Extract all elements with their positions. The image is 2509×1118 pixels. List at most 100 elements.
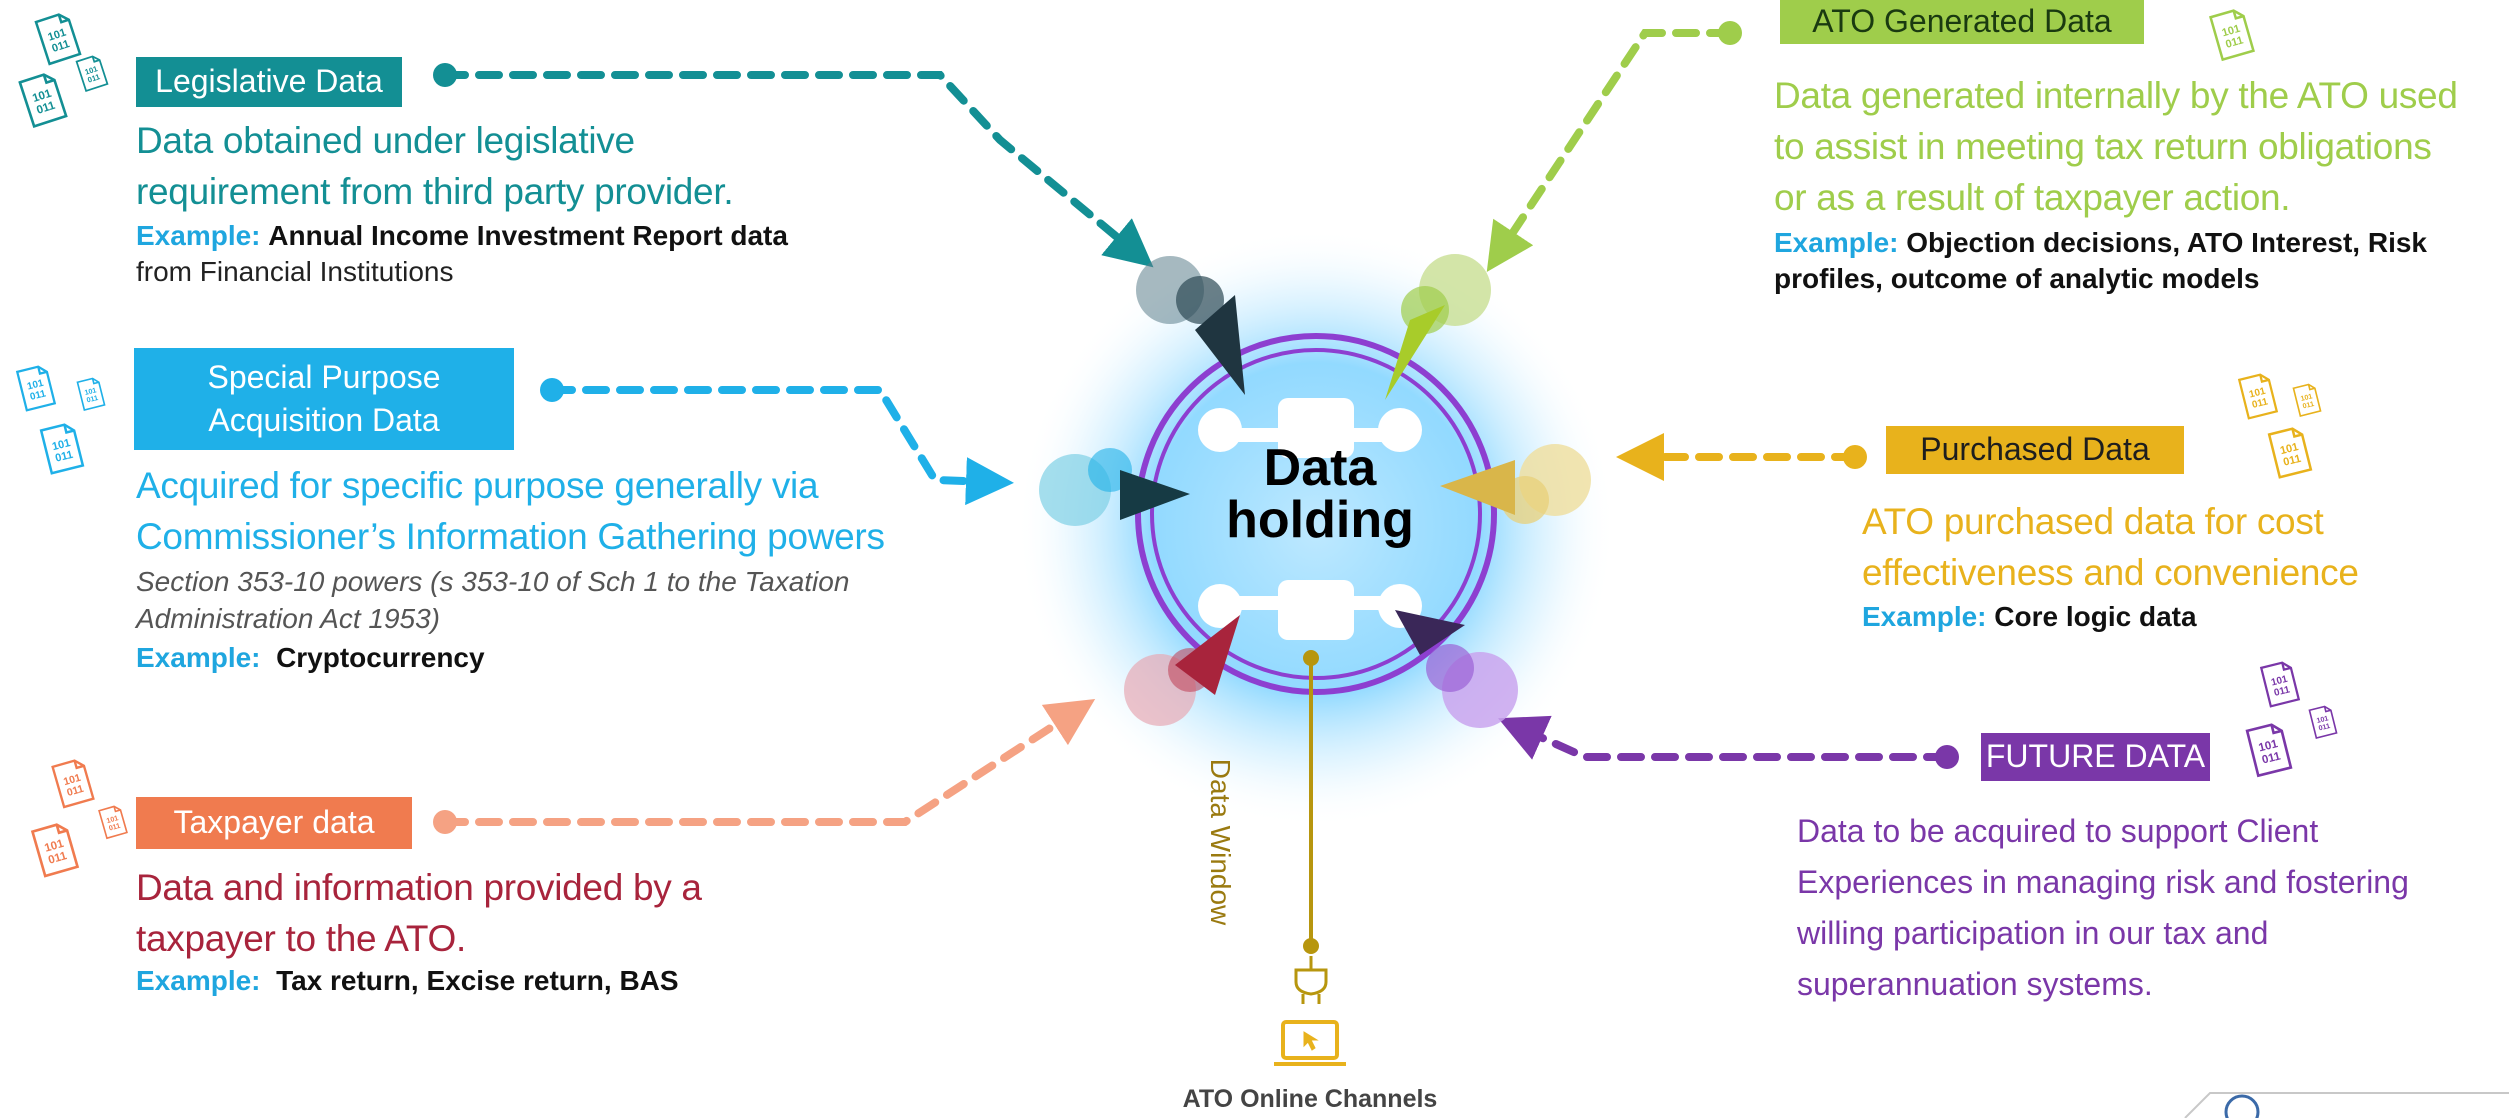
connector-dot-future [1935,745,1959,769]
hub-title-line1: Data [1263,439,1377,497]
funnel-taxpayer [1124,615,1240,726]
binary-file-icon-text: 101 [84,386,98,397]
connector-dot-special [540,378,564,402]
data-window-top-dot [1303,650,1319,666]
special-note-line1: Section 353-10 powers (s 353-10 of Sch 1… [136,566,850,597]
binary-file-icon-text: 101 [2316,714,2330,725]
taxpayer-example: Example: Tax return, Excise return, BAS [136,963,679,999]
future-desc-line2: Experiences in managing risk and fosteri… [1797,864,2409,900]
taxpayer-example-label: Example: [136,965,261,996]
ato-generated-label-text: ATO Generated Data [1812,3,2112,40]
connector-ato-generated [1486,29,1734,273]
binary-file-icon-text: 011 [2261,750,2283,766]
special-desc-line1: Acquired for specific purpose generally … [136,465,819,506]
ato-generated-example-value: Objection decisions, ATO Interest, Risk [1906,227,2428,258]
hub-circuit [1198,398,1422,640]
ato-generated-example-value2: profiles, outcome of analytic models [1774,263,2260,294]
binary-file-icon-text: 101 [46,27,67,44]
binary-file-icon-text: 011 [2251,396,2270,411]
connector-taxpayer [441,698,1096,826]
future-desc-line1: Data to be acquired to support Client [1797,813,2319,849]
binary-file-icon-text: 101 [51,437,72,453]
binary-file-icon-text: 101 [2248,386,2267,401]
ato-generated-example-label: Example: [1774,227,1899,258]
legislative-desc-line2: requirement from third party provider. [136,171,734,212]
binary-file-icon-text: 101 [43,838,65,855]
taxpayer-data-label: Taxpayer data [136,797,412,849]
ato-generated-desc-line1: Data generated internally by the ATO use… [1774,75,2458,116]
special-example-value: Cryptocurrency [276,642,485,673]
binary-file-icon-text: 101 [31,87,54,105]
connector-dot-legislative [433,63,457,87]
binary-file-icon-text: 101 [2270,674,2289,689]
binary-file-icon-text: 011 [2302,400,2315,411]
future-data-label: FUTURE DATA [1981,733,2210,781]
binary-file-icon-text: 011 [2318,722,2331,733]
data-window-label: Data Window [1205,758,1236,926]
legislative-label-text: Legislative Data [155,63,383,100]
funnel-future [1395,610,1518,728]
special-note: Section 353-10 powers (s 353-10 of Sch 1… [136,563,849,637]
connector-special [548,386,1014,506]
binary-file-icon-text: 011 [108,822,121,833]
purchased-desc-line2: effectiveness and convenience [1862,552,2359,593]
purchased-data-label: Purchased Data [1886,426,2184,474]
legislative-data-label: Legislative Data [136,57,402,107]
purchased-desc-line1: ATO purchased data for cost [1862,501,2324,542]
binary-file-icon-text: 101 [84,64,100,77]
special-example-label: Example: [136,642,261,673]
special-label-line2: Acquisition Data [208,402,440,438]
online-channels-label: ATO Online Channels [1182,1085,1438,1113]
purchased-example: Example: Core logic data [1862,599,2197,635]
ato-generated-example: Example: Objection decisions, ATO Intere… [1774,225,2427,297]
binary-file-icon-text: 011 [2273,684,2292,699]
binary-file-icon-text: 011 [54,449,74,465]
laptop-icon [1274,1020,1346,1066]
binary-file-icon-text: 101 [62,773,82,788]
binary-file-icon-text: 011 [87,72,102,85]
corner-decoration [2184,1092,2509,1118]
connector-legislative [441,71,1154,268]
funnel-special [1039,448,1190,526]
special-purpose-label: Special Purpose Acquisition Data [134,348,514,450]
legislative-example: Example: Annual Income Investment Report… [136,218,788,290]
ato-generated-desc-line2: to assist in meeting tax return obligati… [1774,126,2432,167]
legislative-example-value: Annual Income Investment Report data [268,220,788,251]
future-desc-line4: superannuation systems. [1797,966,2153,1002]
binary-file-icon-text: 101 [2279,441,2300,457]
special-desc-line2: Commissioner’s Information Gathering pow… [136,516,885,557]
ato-generated-desc-line3: or as a result of taxpayer action. [1774,177,2291,218]
taxpayer-example-value: Tax return, Excise return, BAS [276,965,679,996]
special-note-line2: Administration Act 1953) [136,603,440,634]
plug-icon [1294,956,1328,1004]
purchased-description: ATO purchased data for cost effectivenes… [1862,496,2359,598]
binary-file-icon-text: 011 [50,38,71,55]
purchased-example-label: Example: [1862,601,1987,632]
ato-generated-label: ATO Generated Data [1780,0,2144,44]
binary-file-icon-text: 101 [2300,392,2314,403]
legislative-example-label: Example: [136,220,261,251]
funnel-purchased [1440,444,1591,524]
binary-file-icon-text: 101 [2257,738,2279,754]
logo-mark-icon [2224,1094,2260,1118]
special-example: Example: Cryptocurrency [136,640,485,676]
future-description: Data to be acquired to support Client Ex… [1797,806,2409,1010]
binary-file-icon-text: 011 [2224,34,2244,50]
connector-dot-ato-generated [1718,21,1742,45]
hub-ring-inner [1150,348,1482,680]
taxpayer-desc-line1: Data and information provided by a [136,867,702,908]
legislative-example-value2: from Financial Institutions [136,256,454,287]
taxpayer-description: Data and information provided by a taxpa… [136,862,702,964]
